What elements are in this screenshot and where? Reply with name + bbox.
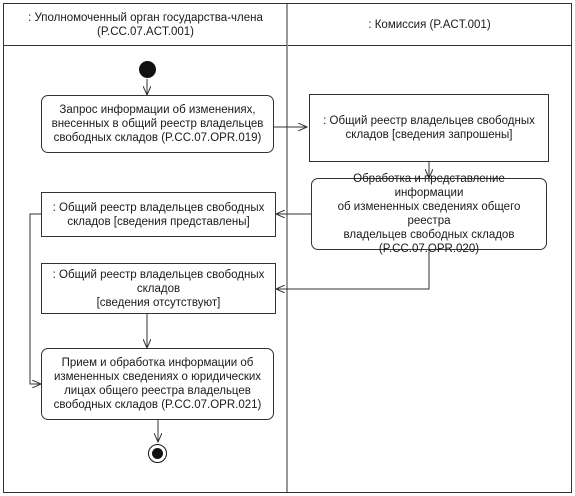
start-node xyxy=(139,61,156,78)
lane-title-member-state: : Уполномоченный орган государства-члена… xyxy=(28,11,263,38)
object-registry-absent[interactable]: : Общий реестр владельцев свободных скла… xyxy=(41,263,276,314)
lane-header-commission: : Комиссия (P.ACT.001) xyxy=(288,4,571,46)
action-process-provide[interactable]: Обработка и представление информации об … xyxy=(311,173,547,255)
lane-title-commission: : Комиссия (P.ACT.001) xyxy=(368,18,491,31)
action-request-info[interactable]: Запрос информации об изменениях, внесенн… xyxy=(41,95,274,153)
flow-registry-provided-to-receive xyxy=(29,213,41,384)
flow-processing-to-registry-absent xyxy=(276,250,430,289)
object-registry-requested[interactable]: : Общий реестр владельцев свободных скла… xyxy=(309,94,549,162)
action-receive-process[interactable]: Прием и обработка информации об измененн… xyxy=(41,348,274,420)
object-registry-provided[interactable]: : Общий реестр владельцев свободных скла… xyxy=(41,192,276,237)
lane-header-member-state: : Уполномоченный орган государства-члена… xyxy=(4,4,287,46)
end-node xyxy=(148,444,167,463)
